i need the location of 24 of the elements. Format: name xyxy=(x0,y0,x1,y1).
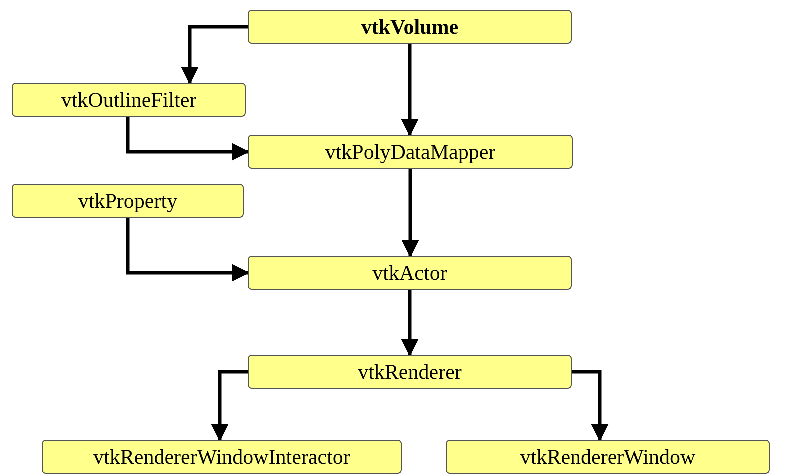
class-name: vtkOutlineFilter xyxy=(61,88,197,112)
arrow xyxy=(126,117,250,161)
arrow xyxy=(126,218,250,282)
class-box xyxy=(248,135,573,169)
class-box xyxy=(248,256,572,290)
arrow xyxy=(181,25,248,85)
class-box xyxy=(248,10,572,44)
class-name: vtkRenderer xyxy=(358,360,462,384)
class-box xyxy=(248,355,572,389)
arrow xyxy=(211,370,248,442)
class-box xyxy=(42,440,402,474)
class-box xyxy=(12,184,244,218)
class-box xyxy=(12,83,246,117)
class-name: vtkPolyDataMapper xyxy=(325,140,496,164)
class-name: vtkRendererWindowInteractor xyxy=(94,444,350,470)
arrow xyxy=(572,370,609,442)
arrow xyxy=(402,169,420,258)
class-name: vtkActor xyxy=(372,260,448,286)
class-box xyxy=(446,440,770,474)
class-name: vtkProperty xyxy=(78,188,178,214)
class-name: vtkVolume xyxy=(361,14,459,40)
arrow xyxy=(401,44,419,137)
arrow xyxy=(401,290,419,357)
class-name: vtkRendererWindow xyxy=(520,444,696,470)
